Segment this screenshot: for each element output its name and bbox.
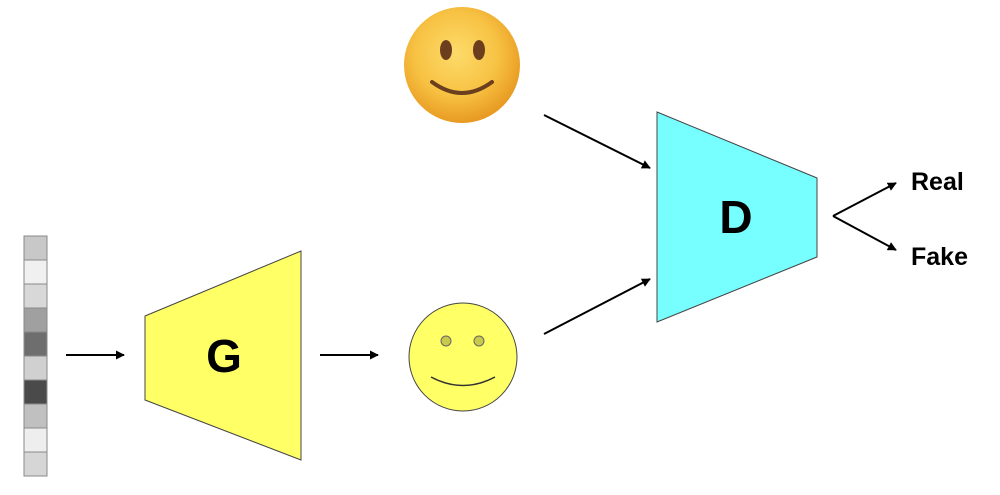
output-fake-label: Fake bbox=[911, 243, 968, 271]
generator-label: G bbox=[206, 330, 242, 382]
output-real-label: Real bbox=[911, 168, 964, 196]
noise-cell bbox=[23, 379, 48, 405]
noise-cell bbox=[23, 259, 48, 285]
discriminator-block: D bbox=[656, 111, 818, 323]
discriminator-label: D bbox=[719, 191, 752, 243]
noise-vector bbox=[23, 235, 48, 477]
generator-trapezoid bbox=[144, 250, 302, 461]
noise-cell bbox=[23, 451, 48, 477]
smiley-emoji-icon bbox=[404, 7, 520, 123]
arrow-to-fake bbox=[832, 215, 897, 251]
noise-cell bbox=[23, 283, 48, 309]
discriminator-trapezoid bbox=[656, 111, 818, 323]
noise-cell bbox=[23, 235, 48, 261]
noise-cell bbox=[23, 355, 48, 381]
noise-cell bbox=[23, 307, 48, 333]
noise-cell bbox=[23, 331, 48, 357]
arrow-real-to-discriminator bbox=[543, 114, 651, 169]
arrow-to-real bbox=[832, 182, 897, 217]
smiley-drawing-icon bbox=[408, 302, 518, 412]
generator-block: G bbox=[144, 250, 302, 461]
noise-cell bbox=[23, 427, 48, 453]
arrow-fake-to-discriminator bbox=[543, 278, 651, 335]
noise-cell bbox=[23, 403, 48, 429]
